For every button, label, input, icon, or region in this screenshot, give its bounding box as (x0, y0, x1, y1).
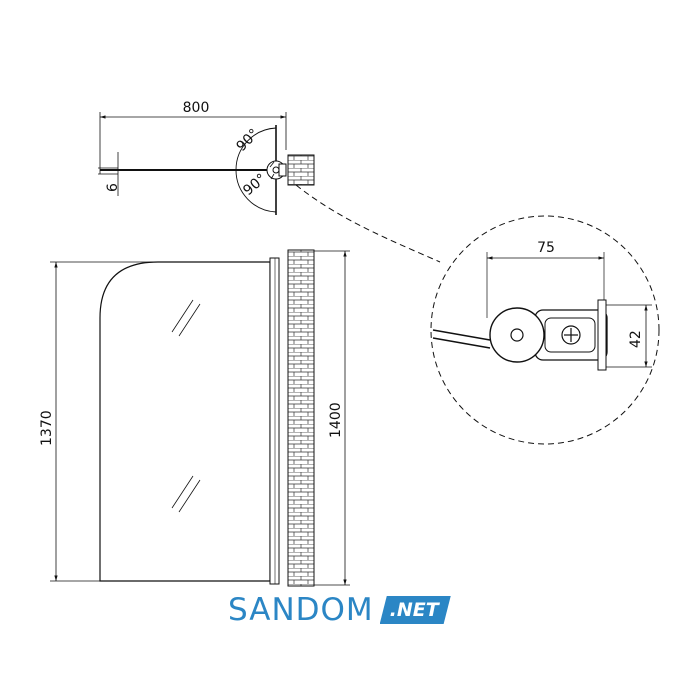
detail-view: 75 42 (430, 215, 660, 445)
glass-height-dimension-label: 1370 (39, 410, 55, 446)
glass-panel-front (99, 261, 271, 582)
logo-badge-text: .NET (379, 596, 451, 624)
detail-circle (430, 215, 660, 445)
front-view: 1370 1400 (39, 249, 350, 587)
angle-lower-label: 90° (240, 171, 269, 199)
brand-logo: SANDOM .NET (228, 592, 451, 628)
thickness-dimension-label: 6 (105, 183, 121, 192)
top-view: 800 6 90° 90° (98, 100, 441, 263)
angle-upper-label: 90° (234, 126, 263, 155)
logo-badge: .NET (379, 596, 451, 624)
wall-plan (287, 154, 315, 186)
wall-brick-front (287, 249, 315, 587)
width-dimension-label: 800 (183, 100, 210, 116)
detail-leader-line (295, 184, 441, 263)
profile-depth-dimension-label: 42 (628, 330, 644, 348)
profile-width-dimension-label: 75 (537, 240, 555, 256)
total-height-dimension-label: 1400 (328, 402, 344, 438)
wall-profile-front (269, 257, 280, 585)
logo-text: SANDOM (228, 592, 374, 628)
